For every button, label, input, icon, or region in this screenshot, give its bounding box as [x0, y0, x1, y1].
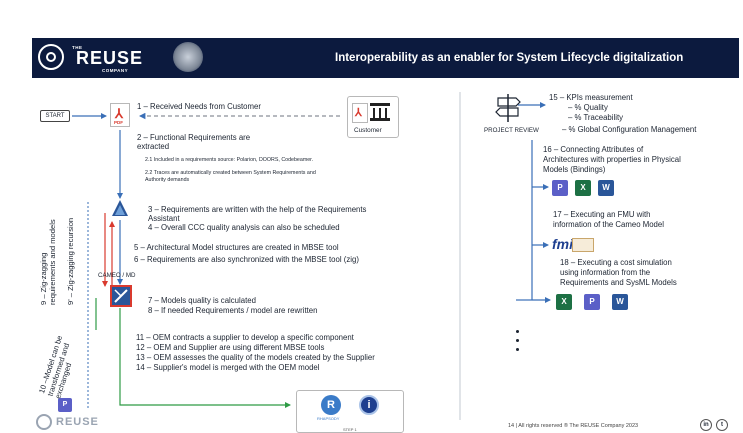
logo-the: THE	[72, 45, 83, 50]
continuation-dot-1	[516, 330, 519, 333]
customer-card: ⅄ Customer	[347, 96, 399, 138]
linkedin-icon[interactable]: in	[700, 419, 712, 431]
step-2-line1: 2 – Functional Requirements are	[137, 133, 251, 142]
step-14: 14 – Supplier's model is merged with the…	[136, 363, 320, 372]
project-review-label: PROJECT REVIEW	[484, 127, 539, 134]
pdf-icon: ⅄PDF	[110, 103, 130, 127]
step-2-1: 2.1 Included in a requirements source: P…	[145, 157, 314, 163]
twitter-icon[interactable]: t	[716, 419, 728, 431]
step-2-2-line1: 2.2 Traces are automatically created bet…	[145, 170, 316, 176]
project-icon-2: P	[584, 294, 600, 310]
excel-icon-2: X	[556, 294, 572, 310]
step-17-line2: information of the Cameo Model	[553, 220, 664, 229]
header-bar	[32, 38, 739, 78]
project-icon: P	[552, 180, 568, 196]
logo-company: COMPANY	[102, 68, 129, 73]
green-loop-arrows	[95, 298, 291, 408]
step-4: 4 – Overall CCC quality analysis can als…	[148, 223, 340, 232]
continuation-dot-2	[516, 339, 519, 342]
fmi-logo: fmi	[552, 236, 573, 252]
zigzag-red-arrows	[102, 213, 115, 287]
supplier-tools-card: R RHAPSODY i STEP 1	[296, 390, 404, 433]
step-3-line1: 3 – Requirements are written with the he…	[148, 205, 367, 214]
step-5: 5 – Architectural Model structures are c…	[134, 243, 339, 252]
model-stack-icon: P	[58, 398, 72, 412]
step-8: 8 – If needed Requirements / model are r…	[148, 306, 318, 315]
step-15: 15 – KPIs measurement	[549, 93, 633, 102]
step-18-line1: 18 – Executing a cost simulation	[560, 258, 672, 267]
info-tool-icon: i	[359, 395, 379, 415]
rhapsody-icon: R	[321, 395, 341, 415]
logo-wordmark: REUSE	[76, 48, 144, 68]
continuation-dot-3	[516, 348, 519, 351]
kpi-global-config: – % Global Configuration Management	[562, 125, 697, 134]
step-2-2-line2: Authority demands	[145, 177, 190, 183]
customer-pdf-icon: ⅄	[352, 103, 368, 123]
step-16-line2: Architectures with properties in Physica…	[543, 155, 681, 164]
step-13: 13 – OEM assesses the quality of the mod…	[136, 353, 375, 362]
start-node: START	[40, 110, 70, 122]
step-1: 1 – Received Needs from Customer	[137, 102, 261, 111]
step-18-line2: using information from the	[560, 268, 651, 277]
word-icon-2: W	[612, 294, 628, 310]
cameo-icon	[110, 285, 132, 307]
reuse-logo-icon	[38, 44, 64, 70]
right-branch-arrows	[516, 102, 551, 303]
step-12: 12 – OEM and Supplier are using differen…	[136, 343, 325, 352]
step-2-line2: extracted	[137, 142, 170, 151]
card-caption: STEP 1	[343, 427, 357, 432]
signpost-icon	[495, 92, 521, 124]
logo-text: THE REUSE COMPANY	[72, 45, 144, 73]
building-icon	[370, 103, 390, 121]
excel-icon: X	[575, 180, 591, 196]
page-title: Interoperability as an enabler for Syste…	[335, 52, 684, 64]
pdf-label: PDF	[114, 120, 123, 125]
modelica-badge-icon	[572, 238, 594, 252]
step-18-line3: Requirements and SysML Models	[560, 278, 677, 287]
requirements-assistant-icon	[110, 198, 130, 218]
step-16-line1: 16 – Connecting Attributes of	[543, 145, 644, 154]
step-11: 11 – OEM contracts a supplier to develop…	[136, 333, 354, 342]
footer-reuse-logo-icon	[36, 414, 52, 430]
step-6: 6 – Requirements are also synchronized w…	[134, 255, 359, 264]
step-7: 7 – Models quality is calculated	[148, 296, 256, 305]
customer-label: Customer	[354, 127, 382, 134]
kpi-traceability: – % Traceability	[568, 113, 624, 122]
zigzag-recursion-label: 9' – Zig-zagging recursion	[66, 217, 75, 305]
cameo-label: CAMEO / MD	[98, 272, 136, 279]
zigzag-label-line2: requirements and models	[47, 219, 57, 305]
step-17-line1: 17 – Executing an FMU with	[553, 210, 651, 219]
zigzag-label: 9 – Zig-zagging requirements and models	[39, 219, 57, 305]
rhapsody-label: RHAPSODY	[317, 416, 340, 421]
word-icon: W	[598, 180, 614, 196]
footer-logo-text: REUSE	[56, 416, 99, 428]
globe-icon	[173, 42, 203, 72]
footer-copyright: 14 | All rights reserved ® The REUSE Com…	[508, 423, 639, 429]
step-3-line2: Assistant	[148, 214, 180, 223]
kpi-quality: – % Quality	[568, 103, 608, 112]
step-16-line3: Models (Bindings)	[543, 165, 606, 174]
